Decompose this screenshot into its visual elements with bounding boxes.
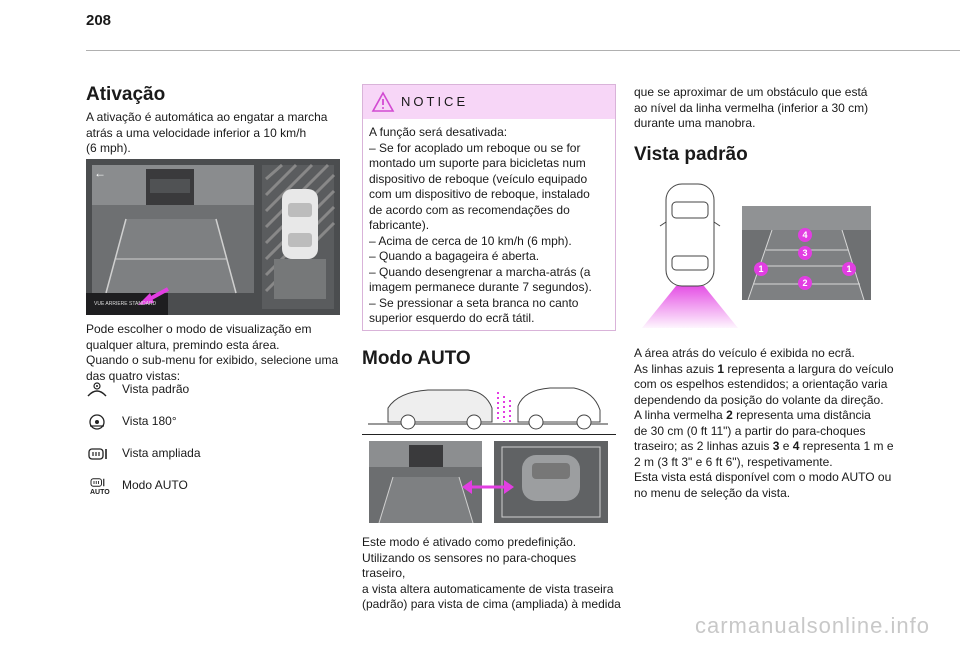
intro-text: A ativação é automática ao engatar a mar…: [86, 110, 340, 157]
text-line: 2 m (3 ft 3" e 6 ft 6"), respetivamente.: [634, 455, 896, 471]
marker-2: 2: [798, 276, 812, 290]
text-fragment: e: [779, 439, 793, 453]
standard-view-icon: [87, 382, 107, 397]
double-arrow-icon: [462, 480, 514, 494]
option-label: Vista padrão: [122, 382, 190, 396]
text-fragment: traseiro; as 2 linhas azuis: [634, 439, 773, 453]
top-camera-image: [494, 441, 608, 523]
text-line: durante uma manobra.: [634, 116, 756, 130]
text-line: a vista altera automaticamente de vista …: [362, 581, 614, 596]
standard-view-screen: 4 3 1 1 2: [742, 206, 871, 300]
text-line: Este modo é ativado como predefinição.: [362, 535, 577, 549]
text-fragment: A linha vermelha: [634, 408, 727, 422]
view-180-icon: [89, 414, 105, 430]
text-line: no menu de seleção da vista.: [634, 486, 896, 502]
rear-camera-drawing: [369, 441, 482, 523]
car-top-view-illustration: [642, 183, 738, 328]
rear-camera-image: [369, 441, 482, 523]
text-fragment: no menu de seleção da vista.: [634, 485, 791, 500]
ref-number: 4: [792, 439, 800, 453]
intro-line: A ativação é automática ao engatar a mar…: [86, 110, 328, 124]
marker-1-right: 1: [842, 262, 856, 276]
ref-number: 1: [717, 361, 725, 376]
camera-screen-image: ← VUE ARRIERE STANDARD: [86, 159, 340, 315]
marker-4: 4: [798, 228, 812, 242]
text-fragment: representa uma distância: [732, 408, 871, 422]
notice-line: – Se pressionar a seta branca no canto: [369, 295, 579, 310]
standard-view-text: A área atrás do veículo é exibida no ecr…: [634, 346, 896, 501]
auto-icon-text: AUTO: [90, 489, 110, 496]
ref-number: 3: [772, 439, 780, 453]
text-line: Esta vista está disponível com o modo AU…: [634, 470, 896, 486]
text-line: As linhas azuis 1 representa a largura d…: [634, 362, 896, 378]
warning-icon: [371, 91, 395, 112]
text-line: que se aproximar de um obstáculo que est…: [634, 85, 868, 99]
notice-header: NOTICE: [363, 85, 615, 119]
svg-text:←: ←: [94, 166, 106, 180]
after-image-text: Pode escolher o modo de visualização em …: [86, 322, 340, 384]
text-line: dependendo da posição do volante da dire…: [634, 393, 896, 409]
text-line: qualquer altura, premindo esta área.: [86, 337, 280, 352]
notice-line: fabricante).: [369, 218, 430, 232]
text-fragment: representa a largura do veículo: [724, 361, 894, 376]
text-fragment: dependendo da posição do volante da dire…: [634, 392, 884, 407]
auto-mode-cars-illustration: [368, 387, 608, 430]
intro-line: atrás a uma velocidade inferior a 10 km/…: [86, 125, 307, 140]
marker-1-left: 1: [754, 262, 768, 276]
text-line: (padrão) para vista de cima (ampliada) à…: [362, 597, 621, 611]
notice-line: dispositivo de reboque (veículo equipado: [369, 171, 588, 186]
illustration-rule: [362, 434, 616, 435]
notice-title: NOTICE: [401, 94, 469, 109]
watermark: carmanualsonline.info: [694, 613, 930, 638]
notice-line: imagem permanece durante 7 segundos).: [369, 280, 592, 294]
header-divider: [86, 50, 960, 51]
notice-line: – Quando a bagageira é aberta.: [369, 249, 540, 263]
notice-line: – Quando desengrenar a marcha-atrás (a: [369, 264, 591, 279]
text-line: Pode escolher o modo de visualização em: [86, 322, 312, 336]
heading-modo-auto: Modo AUTO: [362, 348, 471, 369]
notice-line: com um dispositivo de reboque, instalado: [369, 187, 590, 201]
notice-line: – Acima de cerca de 10 km/h (6 mph).: [369, 233, 572, 248]
text-fragment: representa 1 m e: [799, 439, 894, 453]
text-line: traseiro; as 2 linhas azuis 3 e 4 repres…: [634, 439, 896, 455]
text-line: Quando o sub-menu for exibido, selecione…: [86, 353, 339, 367]
page-number: 208: [86, 12, 112, 29]
zoom-view-icon: [88, 448, 107, 460]
notice-body: A função será desativada: – Se for acopl…: [363, 119, 615, 327]
text-fragment: 2 m (3 ft 3" e 6 ft 6"), respetivamente.: [634, 454, 833, 469]
text-fragment: Esta vista está disponível com o modo AU…: [634, 470, 892, 484]
text-fragment: com os espelhos estendidos; a orientação…: [634, 377, 888, 391]
text-line: Utilizando os sensores no para-choques t…: [362, 550, 577, 581]
auto-mode-text: Este modo é ativado como predefinição. U…: [362, 535, 622, 613]
text-line: com os espelhos estendidos; a orientação…: [634, 377, 896, 393]
notice-line: A função será desativada:: [369, 125, 508, 139]
auto-mode-icon: [90, 478, 105, 487]
notice-line: superior esquerdo do ecrã tátil.: [369, 311, 535, 325]
text-line: A linha vermelha 2 representa uma distân…: [634, 408, 896, 424]
text-line: das quatro vistas:: [86, 368, 181, 383]
ref-number: 2: [726, 408, 733, 422]
option-label: Vista ampliada: [122, 446, 201, 460]
continued-text: que se aproximar de um obstáculo que est…: [634, 85, 890, 132]
text-line: A área atrás do veículo é exibida no ecr…: [634, 346, 896, 362]
notice-line: de acordo com as recomendações do: [369, 202, 570, 217]
top-camera-drawing: [494, 441, 608, 523]
text-fragment: As linhas azuis: [634, 361, 718, 376]
screen-label: VUE ARRIERE STANDARD: [94, 301, 157, 307]
notice-box: NOTICE A função será desativada: – Se fo…: [362, 84, 616, 331]
heading-vista-padrao: Vista padrão: [634, 144, 748, 165]
text-fragment: A área atrás do veículo é exibida no ecr…: [634, 346, 855, 360]
text-fragment: de 30 cm (0 ft 11") a partir do para-cho…: [634, 423, 866, 438]
notice-line: – Se for acoplado um reboque ou se for: [369, 140, 581, 155]
camera-screen-drawing: ←: [86, 159, 340, 315]
option-label: Modo AUTO: [122, 478, 188, 492]
text-line: de 30 cm (0 ft 11") a partir do para-cho…: [634, 424, 896, 440]
notice-line: montado um suporte para bicicletas num: [369, 156, 586, 170]
intro-line: (6 mph).: [86, 141, 131, 155]
marker-3: 3: [798, 246, 812, 260]
heading-ativacao: Ativação: [86, 84, 166, 105]
text-line: ao nível da linha vermelha (inferior a 3…: [634, 100, 869, 115]
option-label: Vista 180°: [122, 414, 177, 428]
